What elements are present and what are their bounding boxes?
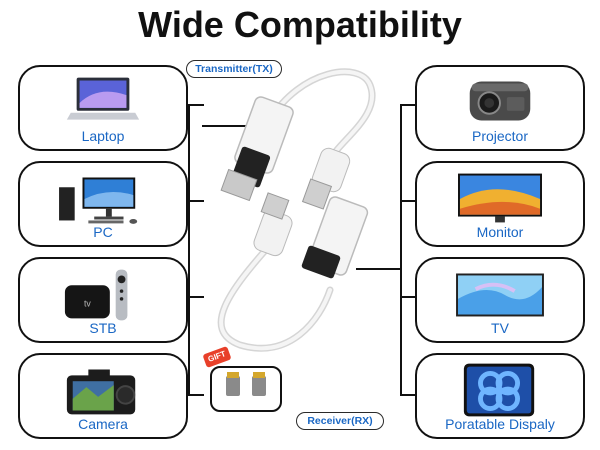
device-label: Monitor: [476, 224, 524, 240]
desktop-pc-icon: [59, 177, 138, 224]
device-card-laptop: Laptop: [18, 65, 188, 151]
camera-icon: [66, 369, 136, 415]
left-bracket-line: [188, 104, 190, 396]
device-label: STB: [89, 320, 117, 336]
laptop-icon: [66, 77, 140, 120]
tablet-icon: [463, 363, 535, 417]
left-bracket-connector: [202, 125, 252, 127]
device-label: Poratable Dispaly: [445, 416, 555, 432]
device-card-portable-display: Poratable Dispaly: [415, 353, 585, 439]
left-bracket-tick: [188, 200, 204, 202]
device-card-monitor: Monitor: [415, 161, 585, 247]
right-bracket-tick: [400, 394, 416, 396]
right-bracket-tick: [400, 296, 416, 298]
transmitter-label: Transmitter(TX): [186, 60, 282, 78]
monitor-icon: [458, 173, 542, 223]
device-label: TV: [491, 320, 509, 336]
device-label: Camera: [78, 416, 128, 432]
device-card-stb: tv STB: [18, 257, 188, 343]
receiver-usb-plug: [253, 192, 293, 257]
receiver-dongle: [301, 196, 369, 279]
left-bracket-tick: [188, 296, 204, 298]
page-title: Wide Compatibility: [138, 4, 462, 45]
receiver-label: Receiver(RX): [296, 412, 384, 430]
gift-adapters-box: [210, 366, 282, 412]
right-bracket-tick: [400, 200, 416, 202]
projector-icon: [469, 81, 531, 121]
device-label: PC: [93, 224, 113, 240]
device-card-pc: PC: [18, 161, 188, 247]
tv-icon: [456, 273, 544, 317]
transmitter-dongle: [220, 96, 294, 202]
device-label: Laptop: [81, 128, 125, 144]
device-label: Projector: [471, 128, 529, 144]
device-card-camera: Camera: [18, 353, 188, 439]
device-card-tv: TV: [415, 257, 585, 343]
svg-text:tv: tv: [84, 299, 91, 309]
left-bracket-tick: [188, 394, 204, 396]
transmitter-usb-plug: [301, 147, 351, 210]
right-bracket-connector: [356, 268, 402, 270]
left-bracket-tick: [188, 104, 204, 106]
set-top-box-icon: tv: [64, 269, 128, 321]
right-bracket-line: [400, 104, 402, 396]
device-card-projector: Projector: [415, 65, 585, 151]
hdmi-adapter-icon: [226, 372, 266, 396]
right-bracket-tick: [400, 104, 416, 106]
